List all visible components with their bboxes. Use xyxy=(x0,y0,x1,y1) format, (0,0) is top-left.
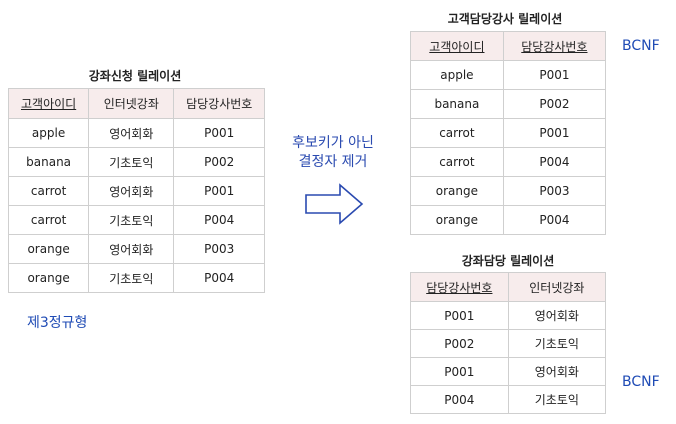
arrow-caption: 후보키가 아닌 결정자 제거 xyxy=(278,134,388,172)
cell: P001 xyxy=(410,357,509,386)
cell: orange xyxy=(7,263,90,293)
header-instructor: 담당강사번호 xyxy=(173,88,265,119)
header-customer-id: 고객아이디 xyxy=(7,88,90,119)
bcnf-badge-top: BCNF xyxy=(622,38,660,54)
table-row: carrot P001 xyxy=(410,118,607,148)
table-row: banana P002 xyxy=(410,89,607,119)
table-row: orange P003 xyxy=(410,176,607,206)
cell: P002 xyxy=(502,89,607,119)
cell: carrot xyxy=(410,147,504,177)
table-row: banana 기초토익 P002 xyxy=(7,147,265,177)
header-course: 인터넷강좌 xyxy=(507,272,607,302)
cell: P001 xyxy=(502,60,607,90)
third-normal-form-label: 제3정규형 xyxy=(27,315,88,331)
cell: carrot xyxy=(7,205,90,235)
right-arrow-icon xyxy=(305,183,364,225)
header-instructor: 담당강사번호 xyxy=(410,272,509,302)
cell: P003 xyxy=(173,234,265,264)
cell: P004 xyxy=(502,205,607,235)
bottom-right-table-title: 강좌담당 릴레이션 xyxy=(461,254,555,268)
cell: P001 xyxy=(173,176,265,206)
cell: 기초토익 xyxy=(88,263,175,293)
arrow-caption-line2: 결정자 제거 xyxy=(298,154,368,170)
header-instructor: 담당강사번호 xyxy=(502,31,607,61)
table-row: carrot P004 xyxy=(410,147,607,177)
cell: 기초토익 xyxy=(507,385,607,414)
cell: P002 xyxy=(410,329,509,358)
cell: 기초토익 xyxy=(88,147,175,177)
cell: apple xyxy=(410,60,504,90)
cell: 영어회화 xyxy=(88,176,175,206)
table-row: P002 기초토익 xyxy=(410,329,607,358)
table-row: P001 영어회화 xyxy=(410,301,607,330)
cell: carrot xyxy=(7,176,90,206)
table-row: orange 기초토익 P004 xyxy=(7,263,265,293)
bcnf-badge-bottom: BCNF xyxy=(622,374,660,390)
cell: P001 xyxy=(502,118,607,148)
cell: P004 xyxy=(502,147,607,177)
top-right-table-title: 고객담당강사 릴레이션 xyxy=(447,12,563,26)
arrow-caption-line1: 후보키가 아닌 xyxy=(292,135,374,151)
cell: banana xyxy=(410,89,504,119)
cell: 기초토익 xyxy=(88,205,175,235)
cell: P004 xyxy=(173,263,265,293)
table-row: carrot 영어회화 P001 xyxy=(7,176,265,206)
cell: carrot xyxy=(410,118,504,148)
cell: P001 xyxy=(173,118,265,148)
cell: apple xyxy=(7,118,90,148)
cell: P004 xyxy=(173,205,265,235)
table-row: P004 기초토익 xyxy=(410,385,607,414)
table-row: orange P004 xyxy=(410,205,607,235)
cell: P003 xyxy=(502,176,607,206)
cell: 영어회화 xyxy=(507,357,607,386)
left-relation-table: 고객아이디 인터넷강좌 담당강사번호 apple 영어회화 P001 banan… xyxy=(7,88,265,293)
cell: 영어회화 xyxy=(88,234,175,264)
cell: orange xyxy=(410,176,504,206)
course-instructor-table: 담당강사번호 인터넷강좌 P001 영어회화 P002 기초토익 P001 영어… xyxy=(410,272,607,414)
cell: 영어회화 xyxy=(507,301,607,330)
header-course: 인터넷강좌 xyxy=(88,88,175,119)
table-row: P001 영어회화 xyxy=(410,357,607,386)
cell: P001 xyxy=(410,301,509,330)
table-row: carrot 기초토익 P004 xyxy=(7,205,265,235)
cell: P002 xyxy=(173,147,265,177)
cell: P004 xyxy=(410,385,509,414)
header-customer-id: 고객아이디 xyxy=(410,31,504,61)
cell: 영어회화 xyxy=(88,118,175,148)
cell: orange xyxy=(410,205,504,235)
cell: orange xyxy=(7,234,90,264)
cell: banana xyxy=(7,147,90,177)
left-table-title: 강좌신청 릴레이션 xyxy=(88,69,182,83)
customer-instructor-table: 고객아이디 담당강사번호 apple P001 banana P002 carr… xyxy=(410,31,607,235)
table-row: apple P001 xyxy=(410,60,607,90)
cell: 기초토익 xyxy=(507,329,607,358)
table-row: orange 영어회화 P003 xyxy=(7,234,265,264)
table-row: apple 영어회화 P001 xyxy=(7,118,265,148)
